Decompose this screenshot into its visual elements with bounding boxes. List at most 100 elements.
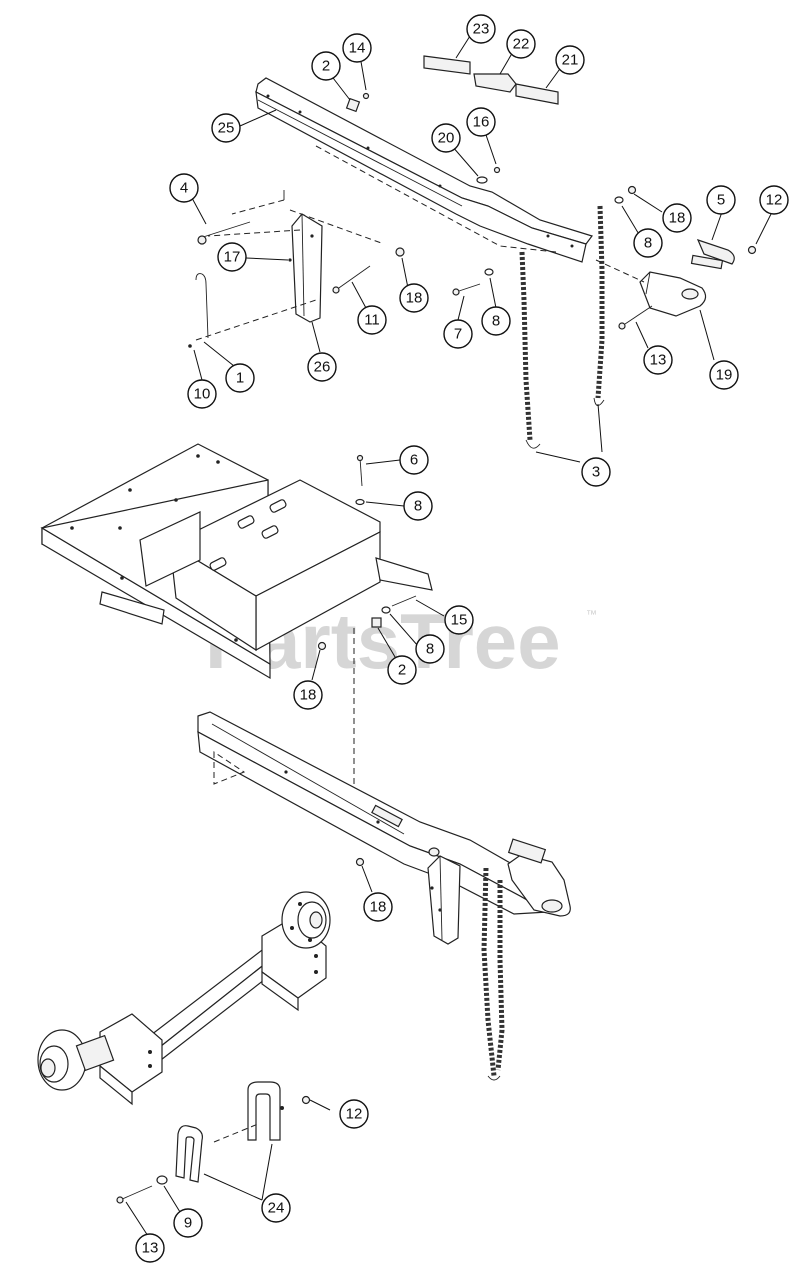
axle-bracket-left: [99, 1013, 163, 1106]
callout-2-top: 2: [311, 51, 341, 81]
svg-text:12: 12: [766, 192, 783, 209]
callout-1: 1: [225, 363, 255, 393]
callout-16: 16: [466, 107, 496, 137]
svg-text:22: 22: [513, 36, 530, 53]
callout-8-b: 8: [481, 306, 511, 336]
u-bolt-24: [175, 1081, 284, 1183]
svg-text:26: 26: [314, 359, 331, 376]
svg-text:13: 13: [142, 1240, 159, 1257]
callout-18-d: 18: [363, 892, 393, 922]
callout-13-a: 13: [643, 345, 673, 375]
callout-4: 4: [169, 173, 199, 203]
svg-text:12: 12: [346, 1106, 363, 1123]
svg-text:16: 16: [473, 114, 490, 131]
nut-18-mid: [317, 641, 327, 651]
callout-25: 25: [211, 113, 241, 143]
washer-8-d: [381, 606, 391, 614]
svg-text:15: 15: [451, 612, 468, 629]
callout-26: 26: [307, 352, 337, 382]
safety-chain-3: [519, 205, 605, 449]
screw-14: [362, 92, 370, 100]
svg-text:18: 18: [669, 210, 686, 227]
washer-8-b: [484, 268, 494, 276]
hub-left: [37, 1029, 115, 1091]
callout-15: 15: [444, 605, 474, 635]
washer-20: [476, 176, 488, 184]
callout-2-mid: 2: [387, 655, 417, 685]
decal-21: [515, 83, 559, 105]
svg-text:5: 5: [717, 192, 725, 209]
nut-18-top-left: [395, 247, 405, 257]
washer-8-c: [355, 498, 365, 506]
callout-19: 19: [709, 360, 739, 390]
callout-22: 22: [506, 29, 536, 59]
svg-text:10: 10: [194, 386, 211, 403]
callout-17: 17: [217, 242, 247, 272]
tongue-assembled: [197, 711, 561, 915]
svg-text:25: 25: [218, 120, 235, 137]
nut-12-top: [747, 245, 757, 255]
callout-24: 24: [261, 1193, 291, 1223]
tongue-bar: [255, 77, 593, 263]
nut-2-mid: [371, 617, 382, 628]
svg-text:8: 8: [492, 313, 500, 330]
callout-20: 20: [431, 123, 461, 153]
svg-text:20: 20: [438, 130, 455, 147]
svg-text:2: 2: [398, 662, 406, 679]
bolt-13-bottom: [116, 1185, 153, 1204]
svg-text:8: 8: [414, 498, 422, 515]
decal-22: [473, 73, 517, 93]
svg-text:18: 18: [370, 899, 387, 916]
svg-text:18: 18: [300, 687, 317, 704]
deck-rail: [99, 591, 165, 625]
callout-3: 3: [581, 457, 611, 487]
svg-text:4: 4: [180, 180, 188, 197]
safety-chain-assembled: [481, 867, 505, 1081]
decal-23: [423, 55, 471, 75]
callout-11: 11: [357, 305, 387, 335]
leader-lines: [125, 35, 773, 1237]
svg-text:14: 14: [349, 40, 366, 57]
bolt-11: [332, 265, 371, 294]
svg-text:13: 13: [650, 352, 667, 369]
svg-text:9: 9: [184, 1215, 192, 1232]
svg-text:21: 21: [562, 52, 579, 69]
coupler-19: [595, 259, 707, 317]
latch-5: [690, 239, 735, 270]
jack-stand-26: [207, 190, 385, 323]
bolt-6: [356, 454, 364, 487]
deck-box: [139, 479, 433, 652]
svg-text:19: 19: [716, 367, 733, 384]
jack-stand-assembled: [427, 847, 461, 945]
callout-10: 10: [187, 379, 217, 409]
callout-8-c: 8: [403, 491, 433, 521]
callout-8-a: 8: [633, 228, 663, 258]
svg-text:2: 2: [322, 58, 330, 75]
svg-text:24: 24: [268, 1200, 285, 1217]
svg-text:23: 23: [473, 21, 490, 38]
callout-14: 14: [342, 33, 372, 63]
callout-12-a: 12: [759, 185, 789, 215]
callout-7: 7: [443, 319, 473, 349]
hub-right: [281, 891, 331, 949]
svg-text:8: 8: [644, 235, 652, 252]
callout-18-c: 18: [293, 680, 323, 710]
callout-6: 6: [399, 445, 429, 475]
svg-text:11: 11: [364, 312, 380, 329]
svg-text:8: 8: [426, 641, 434, 658]
washer-9: [156, 1175, 168, 1185]
nut-18-top-right: [627, 185, 637, 195]
svg-text:3: 3: [592, 464, 600, 481]
callout-9: 9: [173, 1208, 203, 1238]
callout-13-b: 13: [135, 1233, 165, 1263]
pin-4: [197, 221, 251, 245]
bolt-13-top: [618, 305, 653, 330]
watermark-trademark: ™: [586, 609, 597, 621]
nut-12-bottom: [301, 1095, 311, 1105]
callout-23: 23: [466, 14, 496, 44]
callout-12-b: 12: [339, 1099, 369, 1129]
svg-text:7: 7: [454, 326, 462, 343]
screw-16: [493, 166, 501, 174]
nut-2-top: [345, 97, 361, 113]
